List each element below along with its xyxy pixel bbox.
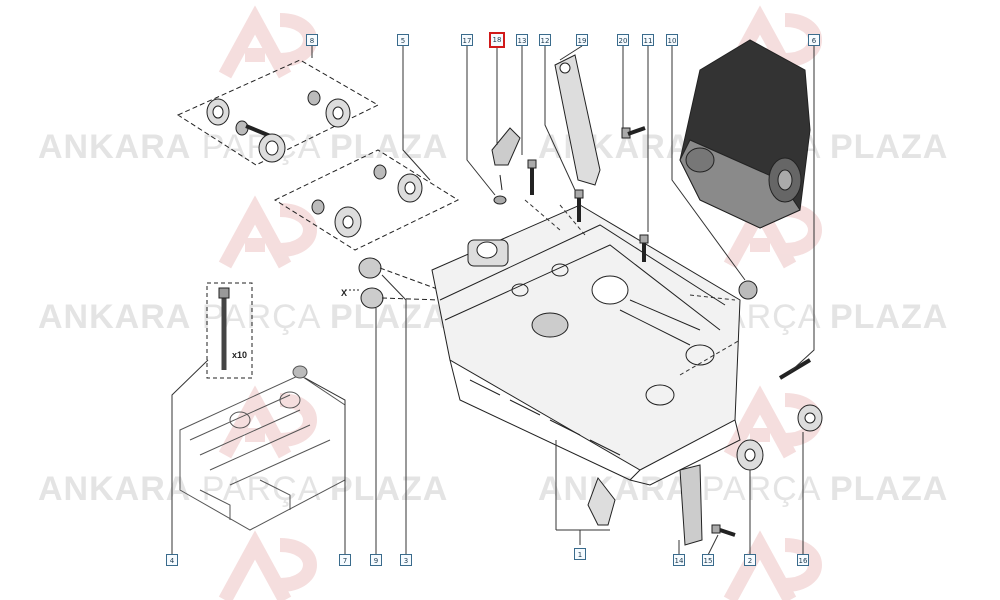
callout-18-selected[interactable]: 18 — [489, 32, 505, 48]
callout-20[interactable]: 20 — [617, 34, 629, 46]
sensor-part — [491, 127, 521, 205]
callout-2[interactable]: 2 — [744, 554, 756, 566]
callout-6[interactable]: 6 — [808, 34, 820, 46]
callout-17[interactable]: 17 — [461, 34, 473, 46]
quantity-label: x10 — [232, 350, 247, 360]
engine-block-small — [179, 365, 346, 531]
callout-12[interactable]: 12 — [539, 34, 551, 46]
watermark-text: ANKARA PARÇA PLAZA — [38, 298, 449, 336]
hydraulic-tappets — [345, 257, 441, 309]
callout-3[interactable]: 3 — [400, 554, 412, 566]
callout-8[interactable]: 8 — [306, 34, 318, 46]
engine-photo — [679, 39, 811, 229]
callout-15[interactable]: 15 — [702, 554, 714, 566]
watermark-logo-icon — [218, 530, 317, 600]
callout-10[interactable]: 10 — [666, 34, 678, 46]
right-side-parts — [587, 280, 823, 546]
callout-13[interactable]: 13 — [516, 34, 528, 46]
leader-lines — [171, 45, 815, 556]
callout-14[interactable]: 14 — [673, 554, 685, 566]
dimension-label: X — [341, 288, 347, 298]
watermark-text: ANKARA PARÇA PLAZA — [38, 470, 449, 508]
camshaft-sprocket-group — [176, 59, 380, 166]
callout-9[interactable]: 9 — [370, 554, 382, 566]
callout-11[interactable]: 11 — [642, 34, 654, 46]
watermark-logo-icon — [218, 385, 317, 459]
cylinder-head-bolts — [206, 282, 253, 379]
callout-4[interactable]: 4 — [166, 554, 178, 566]
callout-19[interactable]: 19 — [576, 34, 588, 46]
callout-5[interactable]: 5 — [397, 34, 409, 46]
callout-1[interactable]: 1 — [574, 548, 586, 560]
lifting-bracket — [554, 54, 601, 186]
callout-16[interactable]: 16 — [797, 554, 809, 566]
watermark-text: ANKARA PARÇA PLAZA — [38, 128, 449, 166]
bolts — [527, 126, 649, 262]
watermark-logo-icon — [723, 530, 822, 600]
watermark-logo-icon — [218, 195, 317, 269]
cylinder-head-main — [431, 204, 741, 486]
camshaft-gear-group-lower — [273, 149, 460, 251]
callout-7[interactable]: 7 — [339, 554, 351, 566]
